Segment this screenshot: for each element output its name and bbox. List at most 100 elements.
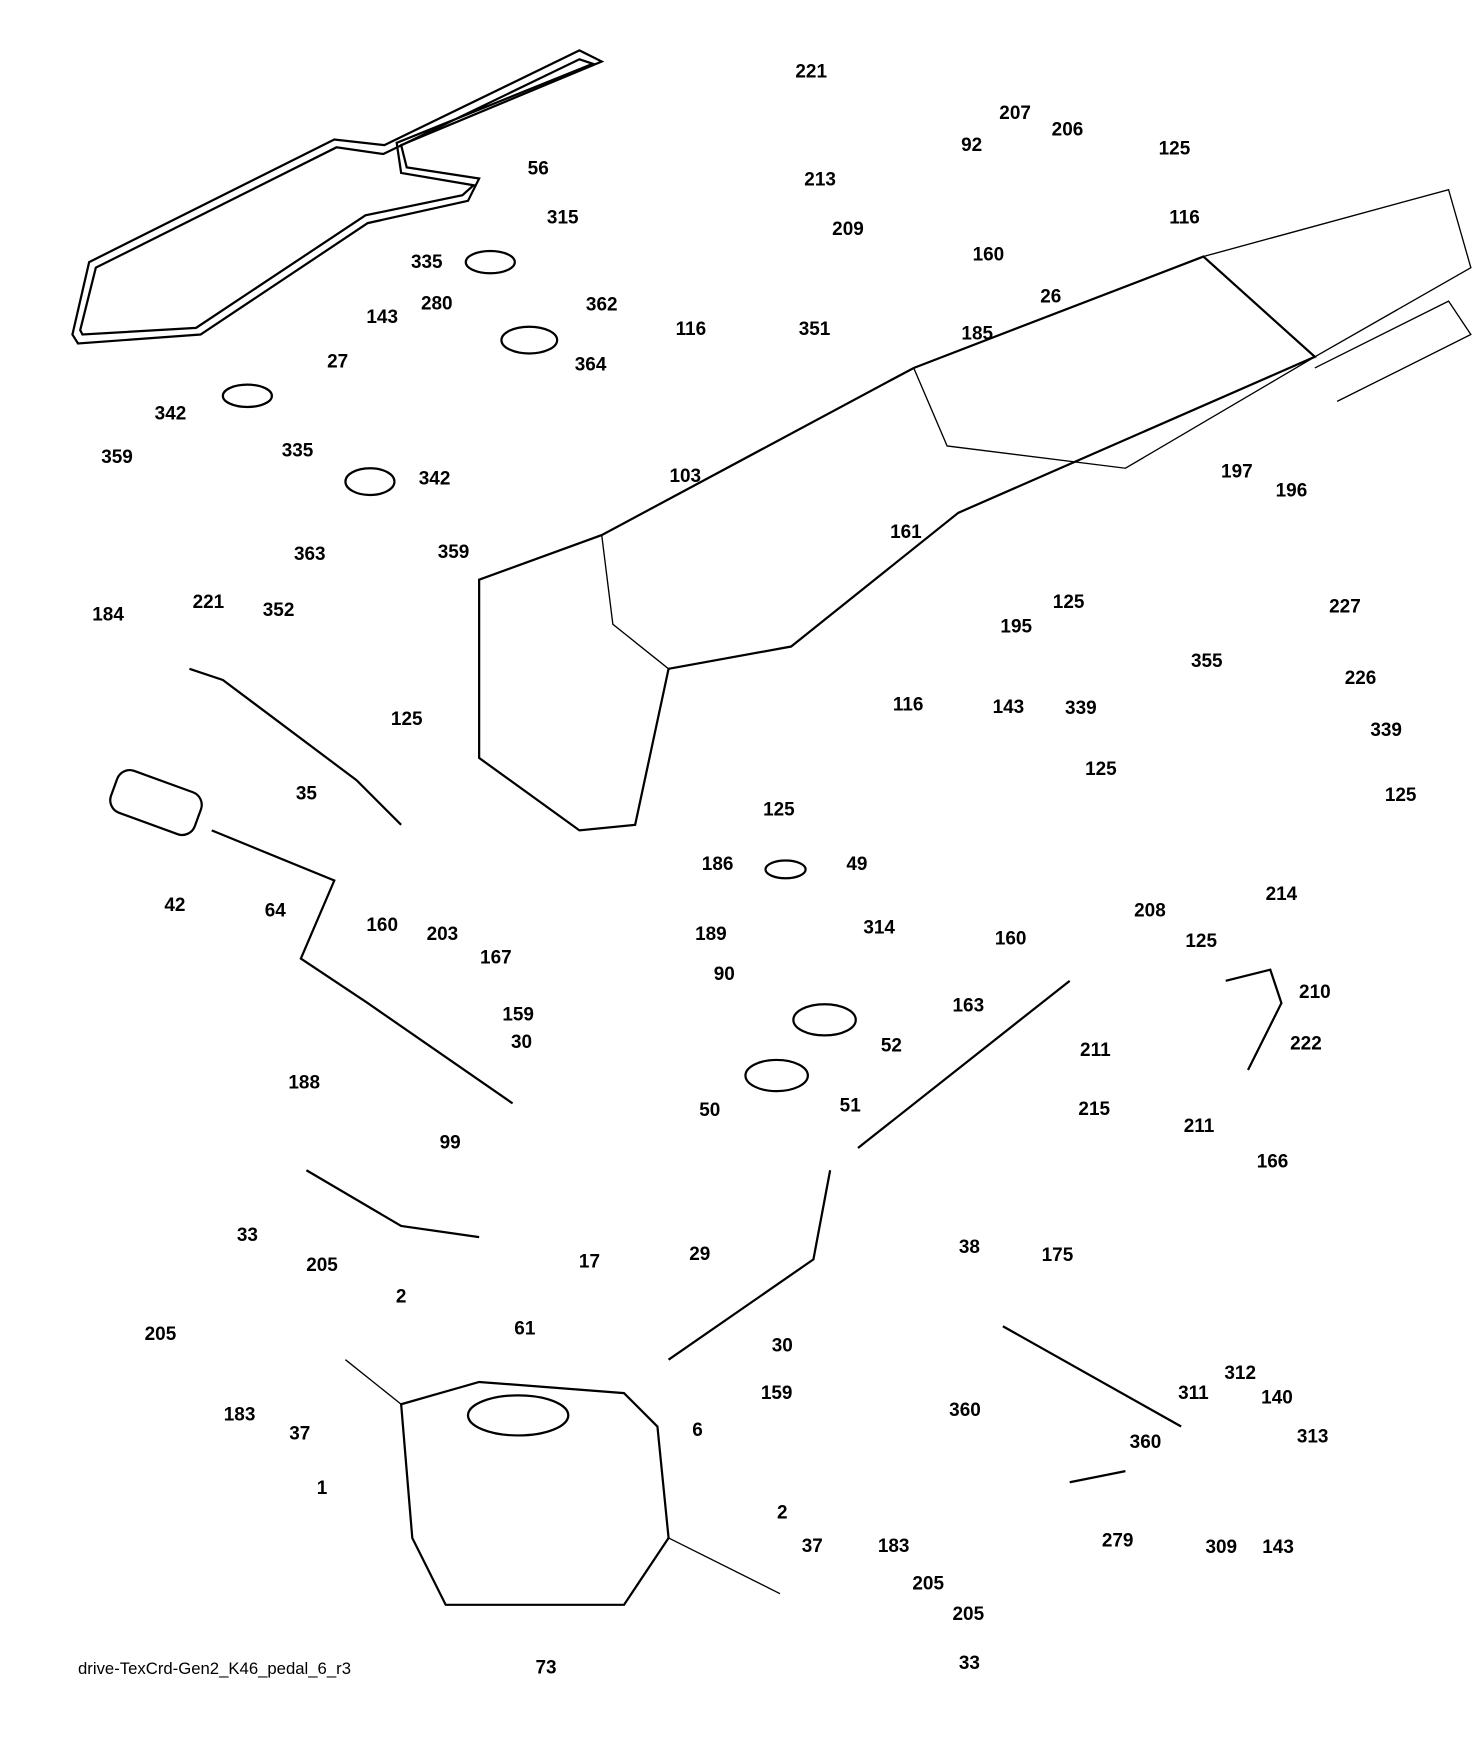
part-number-callout: 342 (155, 404, 187, 425)
part-number-callout: 208 (1134, 901, 1166, 922)
part-number-callout: 116 (893, 695, 924, 716)
part-number-callout: 360 (1130, 1432, 1162, 1453)
callout-labels: 2212139220720612511620916026185563153352… (92, 62, 1416, 1679)
part-number-callout: 37 (289, 1423, 310, 1444)
part-number-callout: 205 (953, 1604, 985, 1625)
part-number-callout: 196 (1276, 481, 1308, 502)
transaxle (345, 1359, 781, 1606)
part-number-callout: 364 (575, 355, 607, 376)
part-number-callout: 313 (1297, 1427, 1329, 1448)
part-number-callout: 163 (953, 995, 985, 1016)
part-number-callout: 33 (237, 1225, 258, 1246)
part-number-callout: 51 (840, 1096, 861, 1117)
part-number-callout: 335 (411, 252, 443, 273)
part-number-callout: 215 (1078, 1099, 1110, 1120)
part-number-callout: 61 (514, 1319, 535, 1340)
part-number-callout: 185 (961, 324, 993, 345)
part-number-callout: 183 (224, 1404, 256, 1425)
part-number-callout: 42 (164, 895, 185, 916)
part-number-callout: 222 (1290, 1033, 1322, 1054)
part-number-callout: 205 (145, 1324, 177, 1345)
part-number-callout: 125 (1053, 592, 1085, 613)
part-number-callout: 125 (763, 799, 795, 820)
part-number-callout: 210 (1299, 982, 1331, 1003)
part-number-callout: 56 (528, 159, 549, 180)
frame (478, 188, 1472, 832)
part-number-callout: 279 (1102, 1530, 1134, 1551)
part-number-callout: 312 (1224, 1363, 1256, 1384)
part-number-callout: 342 (419, 468, 451, 489)
part-number-callout: 103 (669, 466, 701, 487)
part-number-callout: 203 (427, 924, 459, 945)
part-number-callout: 160 (973, 244, 1005, 265)
part-number-callout: 166 (1257, 1151, 1289, 1172)
part-number-callout: 33 (959, 1653, 980, 1674)
part-number-callout: 1 (317, 1478, 328, 1499)
part-number-callout: 125 (1385, 785, 1417, 806)
part-number-callout: 205 (912, 1574, 944, 1595)
part-number-callout: 355 (1191, 651, 1223, 672)
part-number-callout: 143 (993, 697, 1025, 718)
part-number-callout: 226 (1345, 668, 1377, 689)
part-number-callout: 52 (881, 1036, 902, 1057)
part-number-callout: 315 (547, 208, 579, 229)
part-number-callout: 360 (949, 1400, 981, 1421)
part-number-callout: 125 (1159, 139, 1191, 160)
part-number-callout: 206 (1052, 120, 1084, 141)
part-number-callout: 363 (294, 544, 326, 565)
part-number-callout: 197 (1221, 462, 1253, 483)
part-number-callout: 27 (327, 351, 348, 372)
part-number-callout: 92 (961, 135, 982, 156)
part-number-callout: 207 (999, 103, 1031, 124)
part-number-callout: 183 (878, 1536, 910, 1557)
part-number-callout: 37 (802, 1536, 823, 1557)
part-number-callout: 125 (1085, 759, 1117, 780)
part-number-callout: 160 (995, 929, 1027, 950)
part-number-callout: 213 (804, 170, 836, 191)
part-number-callout: 160 (366, 915, 398, 936)
part-number-callout: 351 (799, 319, 831, 340)
part-number-callout: 38 (959, 1237, 980, 1258)
part-number-callout: 211 (1080, 1040, 1111, 1061)
part-number-callout: 214 (1266, 884, 1298, 905)
part-number-callout: 186 (702, 854, 734, 875)
part-number-callout: 280 (421, 293, 453, 314)
part-number-callout: 227 (1329, 597, 1361, 618)
part-number-callout: 159 (761, 1383, 793, 1404)
part-number-callout: 311 (1178, 1383, 1209, 1404)
part-number-callout: 143 (366, 307, 398, 328)
part-number-callout: 50 (699, 1100, 720, 1121)
part-number-callout: 2 (396, 1286, 407, 1307)
part-number-callout: 352 (263, 600, 295, 621)
part-number-callout: 159 (502, 1004, 534, 1025)
part-number-callout: 339 (1370, 720, 1402, 741)
part-number-callout: 30 (772, 1335, 793, 1356)
part-number-callout: 143 (1262, 1537, 1294, 1558)
part-number-callout: 221 (193, 592, 225, 613)
part-number-callout: 314 (863, 917, 895, 938)
drive-belt (71, 49, 605, 345)
part-number-callout: 116 (676, 319, 707, 340)
part-number-callout: 2 (777, 1502, 788, 1523)
part-number-callout: 73 (535, 1657, 556, 1678)
part-number-callout: 221 (795, 62, 827, 83)
part-number-callout: 140 (1261, 1388, 1293, 1409)
part-number-callout: 99 (440, 1133, 461, 1154)
pedal-linkage (109, 667, 1283, 1484)
diagram-caption: drive-TexCrd-Gen2_K46_pedal_6_r3 (78, 1659, 351, 1678)
part-number-callout: 29 (689, 1244, 710, 1265)
part-number-callout: 359 (101, 447, 133, 468)
part-number-callout: 335 (282, 441, 314, 462)
part-number-callout: 175 (1042, 1245, 1074, 1266)
part-number-callout: 339 (1065, 698, 1097, 719)
part-number-callout: 90 (714, 964, 735, 985)
part-number-callout: 6 (692, 1420, 703, 1441)
part-number-callout: 211 (1184, 1116, 1215, 1137)
part-number-callout: 125 (1185, 931, 1217, 952)
part-number-callout: 362 (586, 295, 618, 316)
part-number-callout: 359 (438, 542, 470, 563)
part-number-callout: 184 (92, 604, 124, 625)
part-number-callout: 26 (1040, 287, 1061, 308)
part-number-callout: 64 (265, 901, 287, 922)
